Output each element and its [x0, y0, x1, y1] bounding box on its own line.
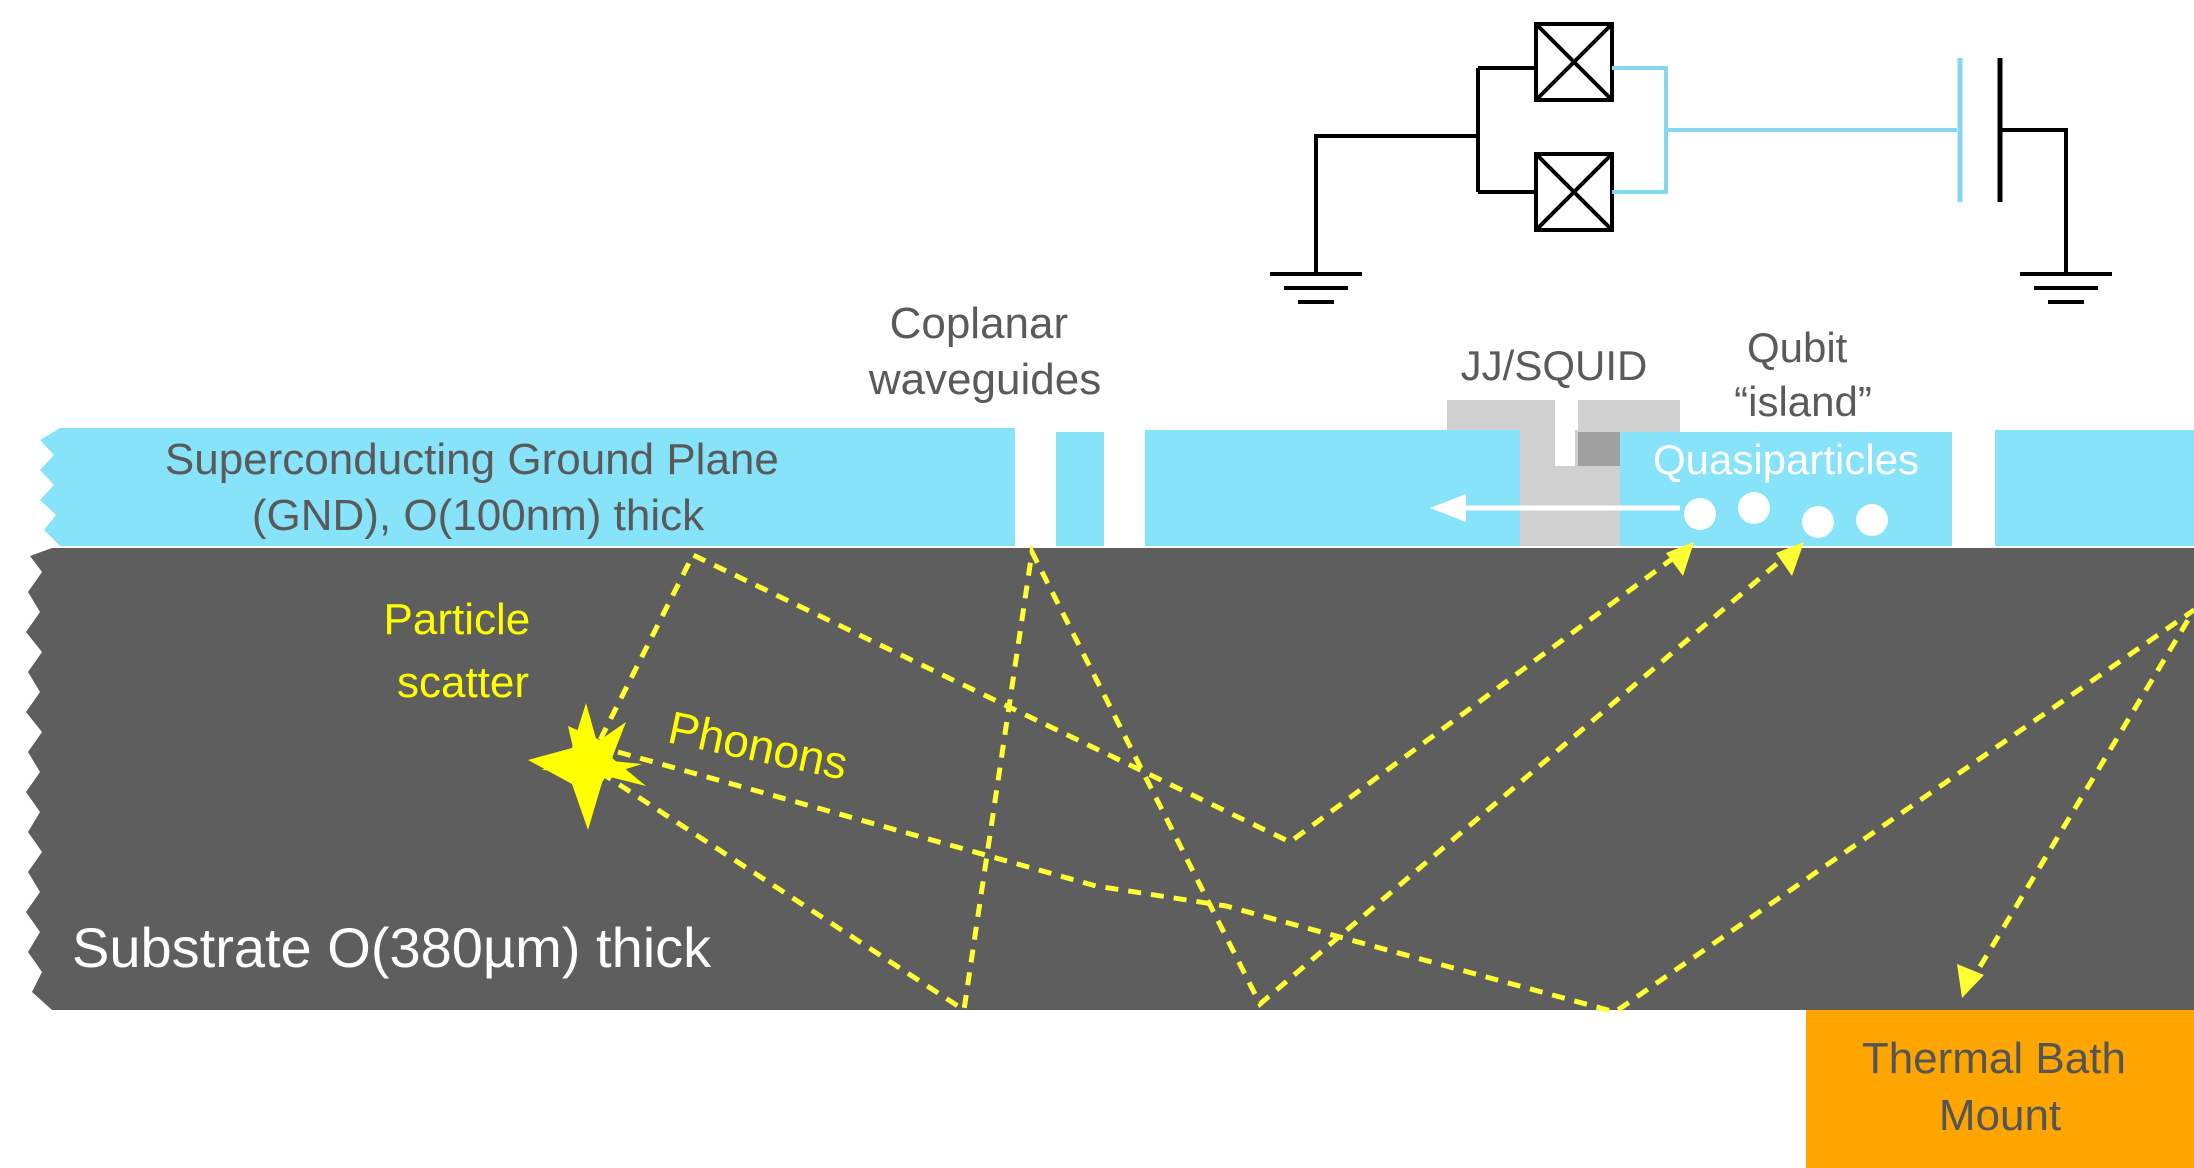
arrowhead-icon: [1666, 542, 1694, 576]
squid-junction-overlap: [1578, 432, 1620, 466]
jj-squid-label: JJ/SQUID: [1461, 342, 1648, 389]
quasiparticles-label: Quasiparticles: [1653, 436, 1919, 483]
ground-plane-label: Superconducting Ground Plane (GND), O(10…: [165, 435, 791, 540]
circuit-squid-loop-left: [1476, 66, 1536, 194]
phonon-path: [587, 551, 1678, 845]
qubit-island-label: Qubit “island”: [1734, 324, 1872, 425]
ground-plane-left: [40, 428, 1015, 546]
substrate: [26, 548, 2194, 1010]
josephson-junction-bottom-symbol: [1534, 152, 1614, 232]
quasiparticle: [1738, 492, 1770, 524]
quasiparticle: [1802, 506, 1834, 538]
arrowhead-icon: [1776, 542, 1804, 576]
arrowhead-icon: [1957, 964, 1984, 998]
phonon-path: [617, 607, 2194, 1015]
substrate-label: Substrate O(380µm) thick: [72, 916, 712, 979]
ground-symbol-left-icon: [1270, 272, 1362, 304]
circuit-squid-loop-right: [1612, 66, 1957, 194]
circuit-ground-wire-left: [1314, 134, 1478, 274]
circuit-ground-wire-right: [2000, 128, 2068, 274]
particle-scatter-star-inner: [542, 722, 646, 806]
squid-right-lead: [1578, 400, 1680, 432]
coplanar-waveguides-label: Coplanar waveguides: [868, 299, 1101, 404]
quasiparticle-arrow-icon: [1430, 494, 1680, 522]
josephson-junction-top-symbol: [1534, 22, 1614, 102]
thermal-bath-mount: [1806, 1010, 2194, 1168]
ground-plane-middle: [1145, 430, 1521, 546]
quasiparticle: [1856, 504, 1888, 536]
ground-symbol-right-icon: [2020, 272, 2112, 304]
phonon-paths: [587, 543, 2194, 1015]
quasiparticle-dots: [1684, 492, 1888, 538]
ground-plane-right: [1995, 430, 2194, 546]
quasiparticle: [1684, 498, 1716, 530]
squid-circuit-schematic: [1270, 22, 2112, 304]
waveguide-center-conductor: [1056, 432, 1104, 546]
qubit-island: [1620, 432, 1952, 546]
particle-scatter-label: Particle scatter: [384, 595, 543, 707]
thermal-bath-label: Thermal Bath Mount: [1862, 1034, 2138, 1140]
phonon-path: [598, 543, 1788, 1015]
